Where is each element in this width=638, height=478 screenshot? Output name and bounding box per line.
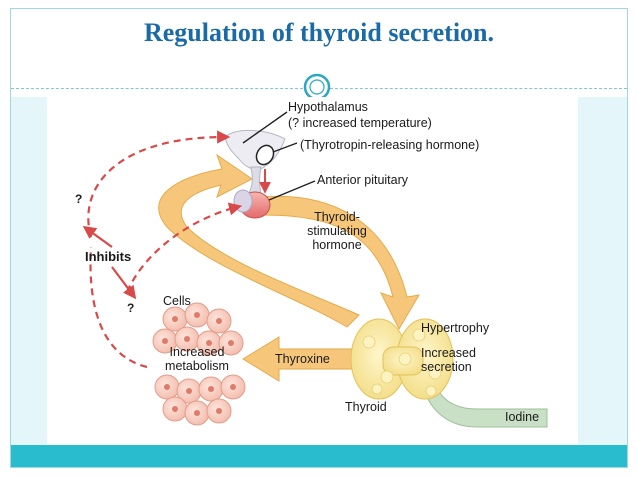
side-panel-left <box>11 97 47 445</box>
label-hypothalamus: Hypothalamus <box>288 100 368 114</box>
cells-feedback-dashed-arrow <box>89 246 148 369</box>
label-question-bottom: ? <box>127 301 135 315</box>
inhibit-arrow-to-pituitary <box>125 202 243 293</box>
cells-cluster <box>152 302 246 426</box>
label-increased-secretion-line2: secretion <box>421 360 472 374</box>
thyroxine-feedback-loop-arrow <box>158 153 360 328</box>
thyroxine-arrow <box>242 336 366 382</box>
label-anterior-pituitary: Anterior pituitary <box>317 173 409 187</box>
label-iodine: Iodine <box>505 410 540 424</box>
label-increased-temperature: (? increased temperature) <box>288 116 432 130</box>
trh-pointer <box>272 142 298 153</box>
side-panel-right <box>578 97 627 445</box>
slide-frame <box>10 8 628 468</box>
label-increased-secretion-line1: Increased <box>421 346 476 360</box>
inhibit-arrow-to-hypothalamus <box>87 130 231 238</box>
label-tsh-line2: stimulating <box>307 224 367 238</box>
label-trh: (Thyrotropin-releasing hormone) <box>300 138 480 152</box>
slide-title: Regulation of thyroid secretion. <box>143 18 495 47</box>
thyroid-gland <box>350 318 454 400</box>
inhibit-arrow-up <box>82 225 113 248</box>
hypothalamus-structure <box>224 129 286 170</box>
label-increased-metabolism-line1: Increased <box>169 345 225 359</box>
label-cells: Cells <box>163 294 191 308</box>
pituitary-pointer <box>268 180 316 201</box>
inhibit-arrow-down <box>111 266 137 300</box>
label-hypertrophy: Hypertrophy <box>421 321 490 335</box>
label-tsh-line3: hormone <box>312 238 362 252</box>
label-thyroid: Thyroid <box>345 400 387 414</box>
label-increased-metabolism-line2: metabolism <box>165 359 229 373</box>
label-tsh-line1: Thyroid- <box>314 210 360 224</box>
hypothalamus-pointer <box>242 111 288 144</box>
label-inhibits: Inhibits <box>85 249 132 264</box>
diagram-artwork <box>82 111 548 428</box>
bottom-bar <box>11 445 627 467</box>
label-question-top: ? <box>75 192 83 206</box>
tsh-pathway-arrow <box>261 195 420 331</box>
label-thyroxine: Thyroxine <box>275 352 330 366</box>
thyroid-regulation-diagram: Hypothalamus (? increased temperature) (… <box>47 97 578 445</box>
